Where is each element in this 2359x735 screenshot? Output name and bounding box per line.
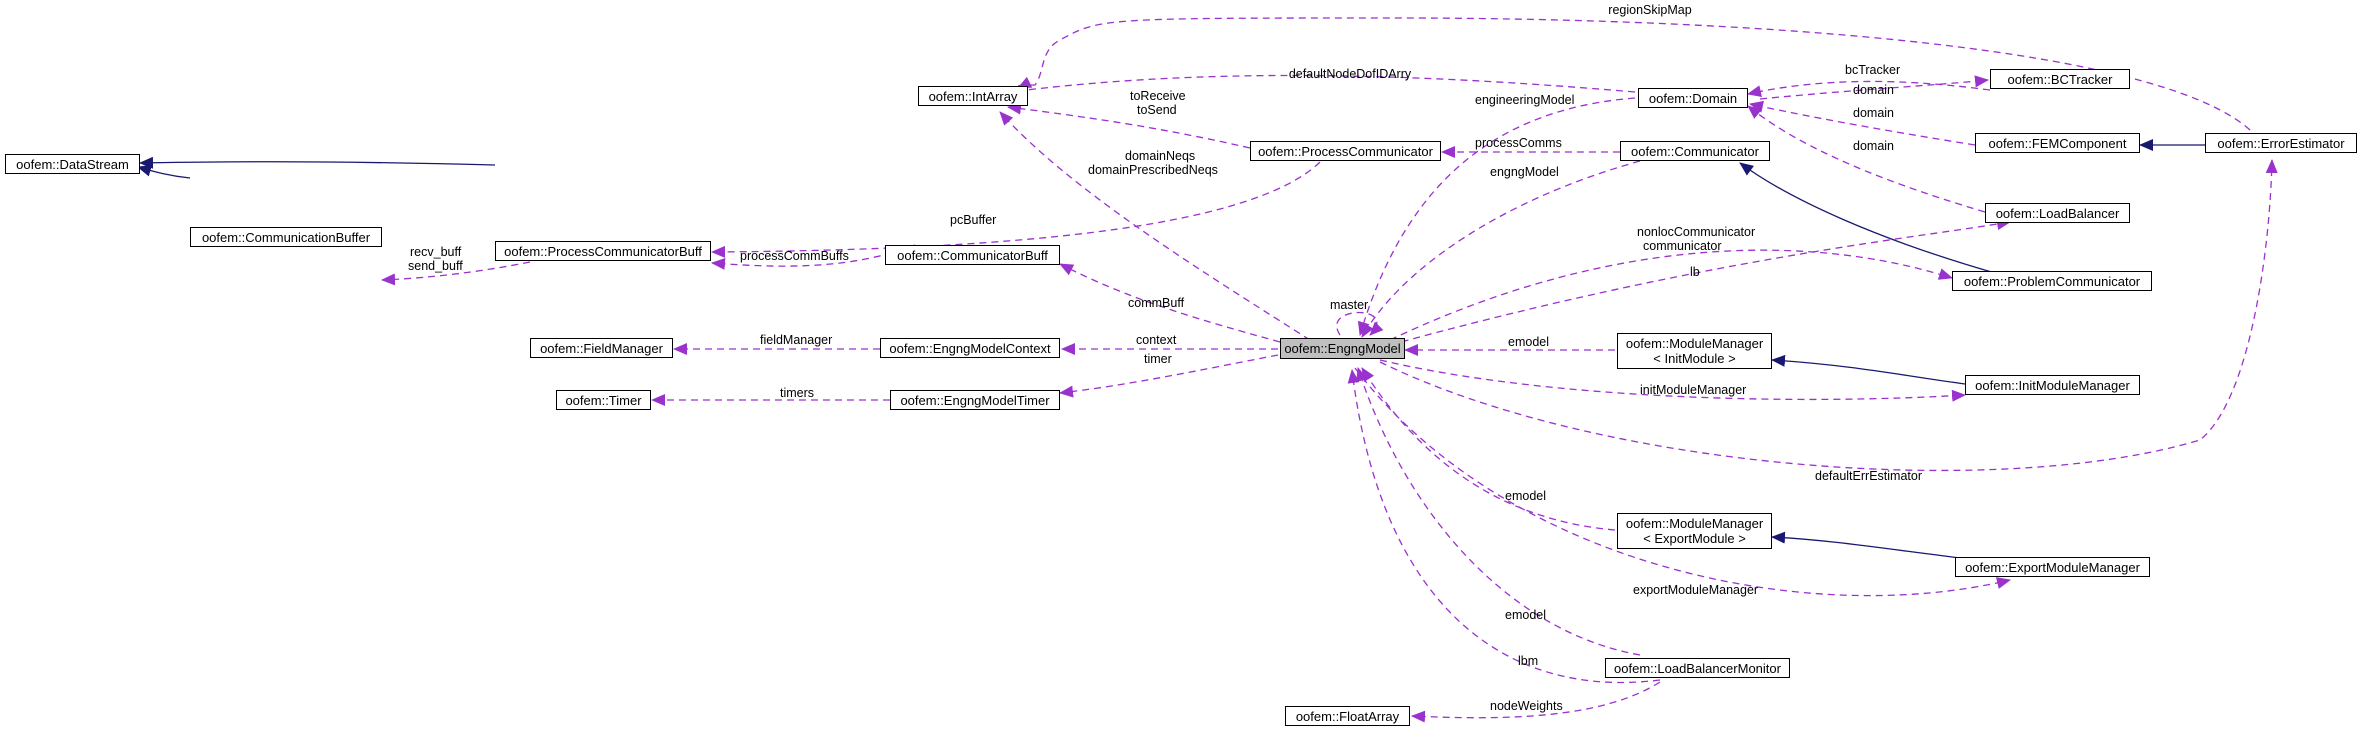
edge-processcommunicatorbuff-datastream (139, 156, 496, 169)
edge-domain-intarray (1009, 74, 1636, 97)
edge-engngmodel-problemcommunicator (1389, 249, 1953, 341)
node-timer[interactable]: oofem::Timer (556, 390, 651, 410)
edge-label-nodeweights: nodeWeights (1490, 699, 1563, 713)
edge-label-defaulterrestimator: defaultErrEstimator (1815, 469, 1922, 483)
edge-loadbalancermonitor-floatarray (1411, 681, 1661, 723)
edge-engngmodel-engngmodeltimer (1059, 354, 1279, 398)
edge-label-timers: timers (780, 386, 814, 400)
edge-label-exportmodulemanager: exportModuleManager (1633, 583, 1758, 597)
edge-label-recv-buff: recv_buff (410, 245, 462, 259)
edge-label-emodel-2: emodel (1505, 489, 1546, 503)
node-loadbalancermonitor[interactable]: oofem::LoadBalancerMonitor (1605, 658, 1790, 678)
edge-loadbalancermonitor-engngmodel (1356, 367, 1641, 656)
edge-engngmodel-exportmodulemanager (1354, 367, 2011, 597)
node-modulemanager-init[interactable]: oofem::ModuleManager < InitModule > (1617, 333, 1772, 369)
edge-label-communicator: communicator (1643, 239, 1722, 253)
edge-engngmodel-errorestimator (1379, 159, 2278, 472)
edge-label-domain-3: domain (1853, 139, 1894, 153)
node-bctracker[interactable]: oofem::BCTracker (1990, 69, 2130, 89)
edge-label-lb: lb (1690, 265, 1700, 279)
edge-engngmodel-self (1336, 311, 1384, 336)
edge-domain-engngmodel (1357, 97, 1636, 336)
edge-engngmodel-initmodulemanager (1379, 359, 1966, 402)
node-exportmodulemanager[interactable]: oofem::ExportModuleManager (1955, 557, 2150, 577)
node-communicatorbuff[interactable]: oofem::CommunicatorBuff (885, 245, 1060, 265)
edge-label-domain-2: domain (1853, 106, 1894, 120)
edge-engngmodel-intarray (999, 111, 1311, 341)
edge-label-processcomms: processComms (1475, 136, 1562, 150)
edge-problemcommunicator-communicator (1739, 162, 1996, 274)
edge-label-domainneqs: domainNeqs (1125, 149, 1195, 163)
edge-loadbalancermonitor-engngmodel-lbm (1347, 369, 1661, 684)
edge-label-send-buff: send_buff (408, 259, 463, 273)
node-floatarray[interactable]: oofem::FloatArray (1285, 706, 1410, 726)
node-engngmodel[interactable]: oofem::EngngModel (1280, 338, 1405, 359)
edge-communicator-engngmodel (1361, 160, 1641, 338)
edge-label-emodel-3: emodel (1505, 608, 1546, 622)
edge-modulemanager-export-engngmodel (1361, 367, 1616, 531)
edge-exportmodulemanager-modulemanager-export (1771, 531, 1961, 559)
node-errorestimator[interactable]: oofem::ErrorEstimator (2205, 133, 2357, 153)
node-communicationbuffer[interactable]: oofem::CommunicationBuffer (190, 227, 382, 247)
node-domain[interactable]: oofem::Domain (1638, 88, 1748, 108)
edge-label-pcbuffer: pcBuffer (950, 213, 996, 227)
node-intarray[interactable]: oofem::IntArray (918, 86, 1028, 106)
edge-label-processcommbuffs: processCommBuffs (740, 249, 849, 263)
node-problemcommunicator[interactable]: oofem::ProblemCommunicator (1952, 271, 2152, 291)
edge-label-domain-1: domain (1853, 83, 1894, 97)
edge-label-emodel-1: emodel (1508, 335, 1549, 349)
edge-label-commbuff: commBuff (1128, 296, 1185, 310)
edge-processcommunicator-processcommunicatorbuff (711, 161, 1321, 258)
edge-label-lbm: lbm (1518, 654, 1538, 668)
edge-label-domainprescribedneqs: domainPrescribedNeqs (1088, 163, 1218, 177)
edge-label-tosend: toSend (1137, 103, 1177, 117)
edge-errorestimator-intarray (1017, 17, 2251, 131)
edge-processcommunicatorbuff-communicationbuffer (381, 261, 531, 286)
edge-processcommunicator-intarray (1007, 102, 1251, 149)
node-loadbalancer[interactable]: oofem::LoadBalancer (1985, 203, 2130, 223)
edge-label-regionskipmap: regionSkipMap (1608, 3, 1691, 17)
node-datastream[interactable]: oofem::DataStream (5, 154, 140, 174)
node-communicator[interactable]: oofem::Communicator (1620, 141, 1770, 161)
node-modulemanager-export[interactable]: oofem::ModuleManager < ExportModule > (1617, 513, 1772, 549)
edge-domain-bctracker (1759, 75, 1989, 100)
edge-label-fieldmanager: fieldManager (760, 333, 832, 347)
edge-label-defaultnodedofidarry: defaultNodeDofIDArry (1289, 67, 1412, 81)
edge-femcomponent-domain (1749, 100, 1976, 146)
node-engngmodeltimer[interactable]: oofem::EngngModelTimer (890, 390, 1060, 410)
edge-label-master: master (1330, 298, 1368, 312)
edge-initmodulemanager-modulemanager-init (1771, 354, 1966, 385)
node-femcomponent[interactable]: oofem::FEMComponent (1975, 133, 2140, 153)
node-processcommunicatorbuff[interactable]: oofem::ProcessCommunicatorBuff (495, 241, 711, 261)
edge-loadbalancer-domain (1747, 105, 1986, 213)
edge-label-toreceive: toReceive (1130, 89, 1186, 103)
edge-label-nonloccommunicator: nonlocCommunicator (1637, 225, 1755, 239)
edge-label-engngmodel: engngModel (1490, 165, 1559, 179)
edge-label-bctracker: bcTracker (1845, 63, 1900, 77)
edge-label-engineeringmodel: engineeringModel (1475, 93, 1574, 107)
edge-engngmodel-loadbalancer (1389, 218, 2011, 346)
edge-label-initmodulemanager: initModuleManager (1640, 383, 1746, 397)
node-fieldmanager[interactable]: oofem::FieldManager (530, 338, 673, 358)
edge-engngmodel-communicatorbuff (1059, 263, 1281, 343)
node-initmodulemanager[interactable]: oofem::InitModuleManager (1965, 375, 2140, 395)
edge-communicationbuffer-datastream (137, 164, 191, 179)
edge-label-timer: timer (1144, 352, 1172, 366)
node-processcommunicator[interactable]: oofem::ProcessCommunicator (1250, 141, 1441, 161)
node-engngmodelcontext[interactable]: oofem::EngngModelContext (880, 338, 1060, 358)
edge-label-context: context (1136, 333, 1177, 347)
